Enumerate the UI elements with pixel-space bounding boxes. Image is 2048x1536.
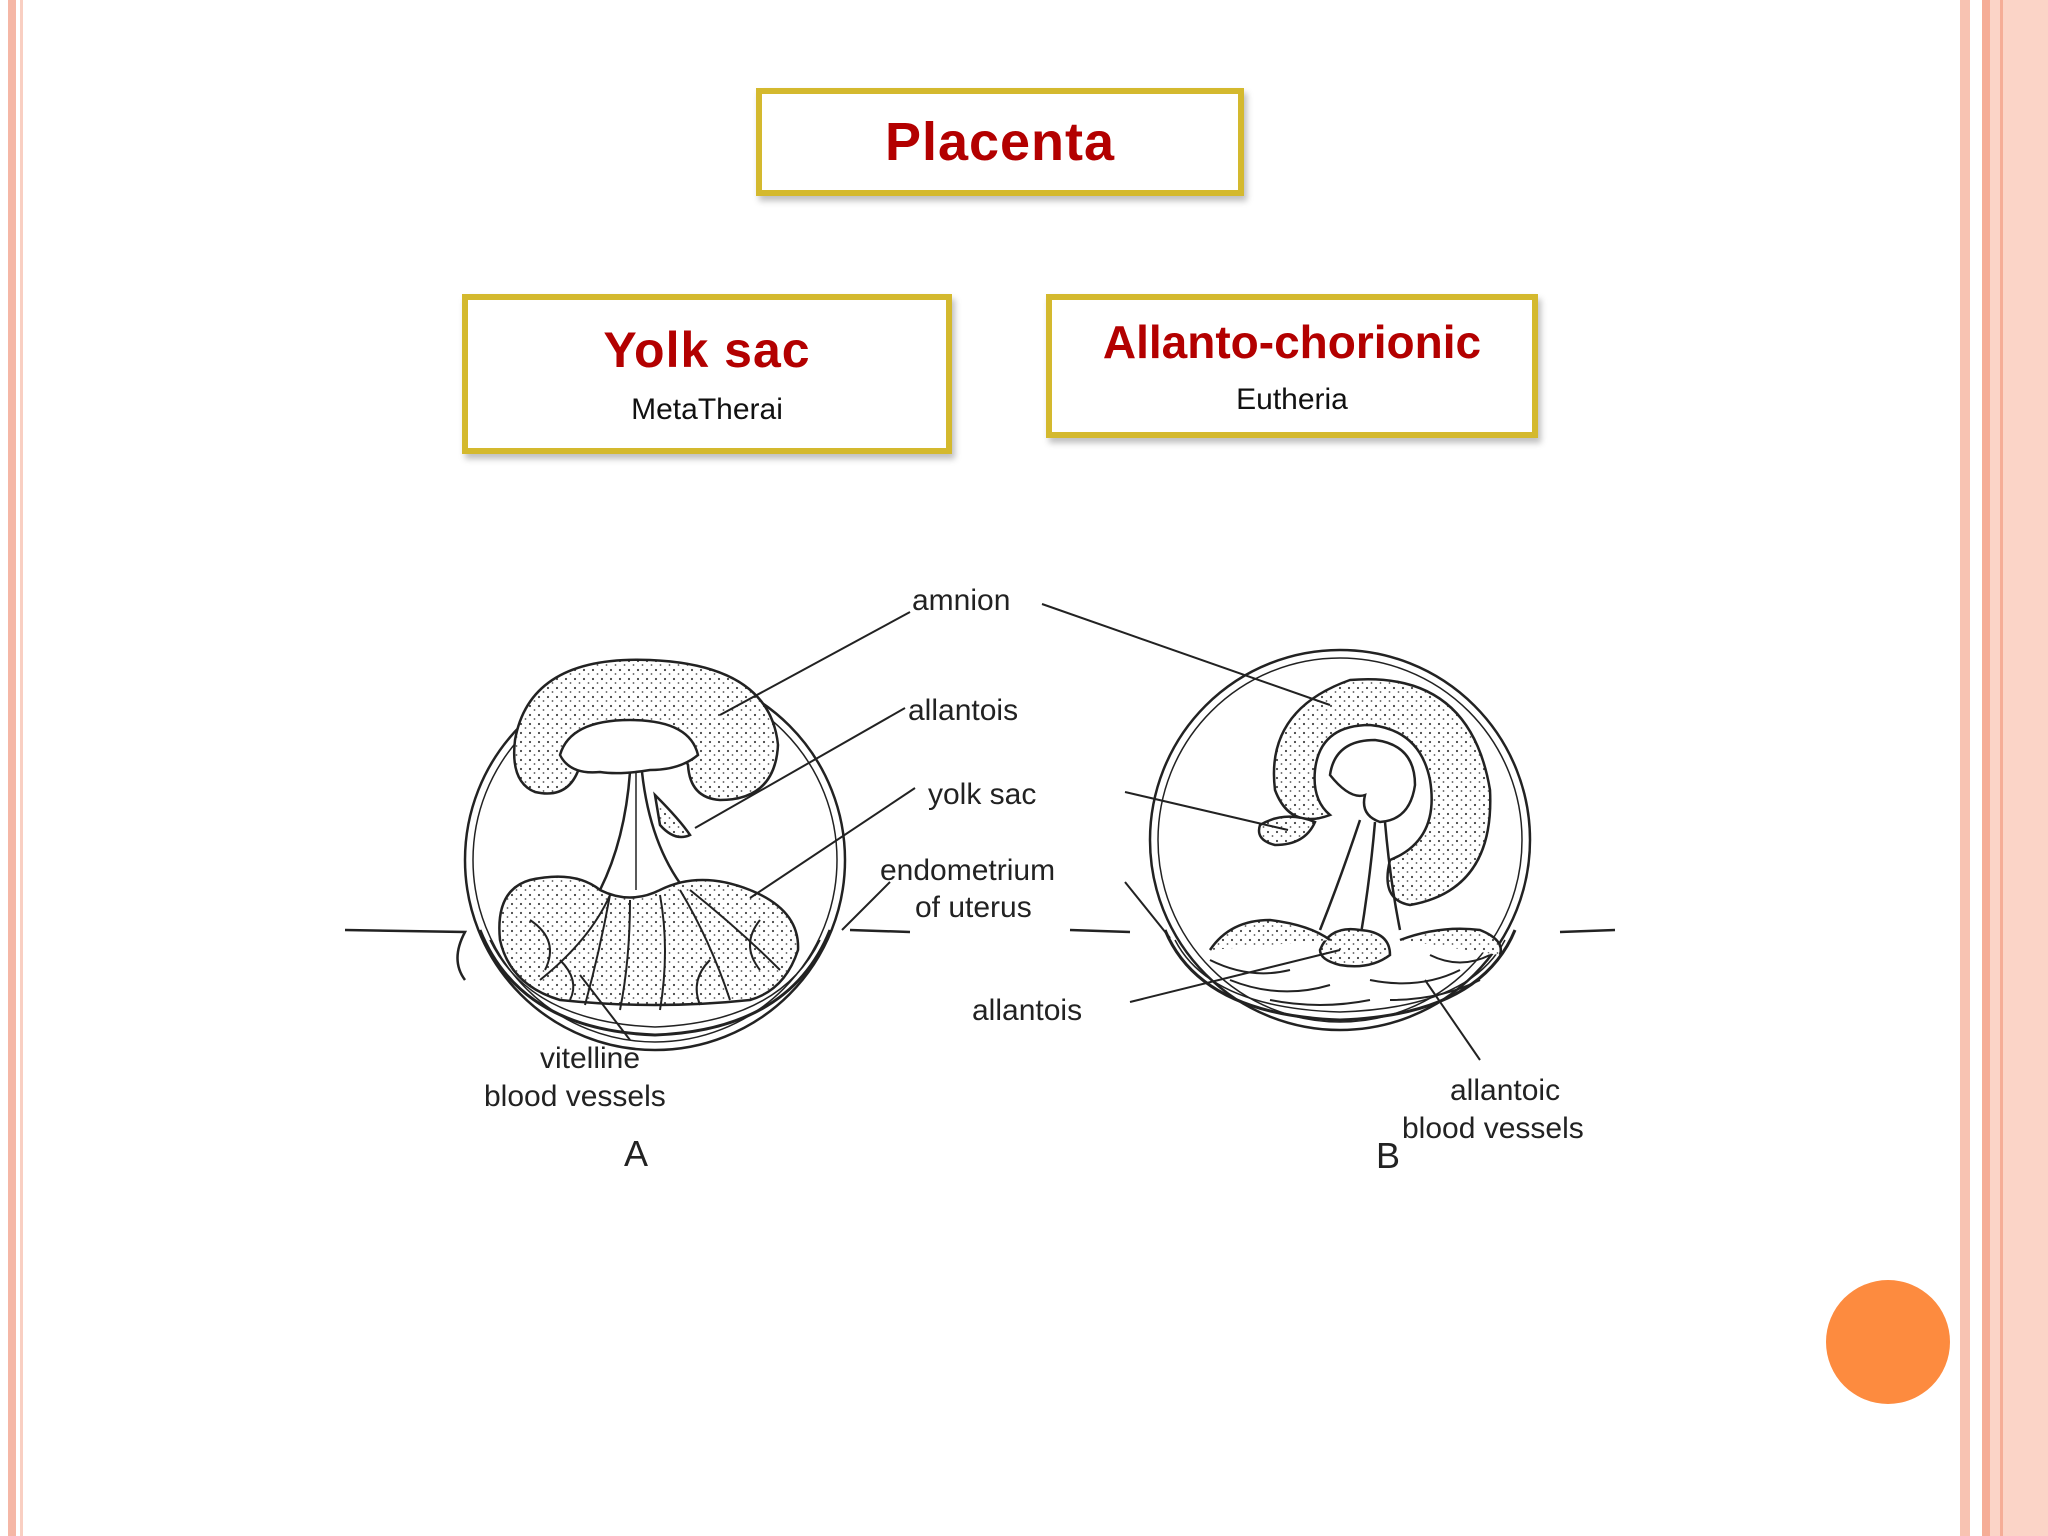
slide-border-right-stripe [1982, 0, 1990, 1536]
chorion-b [1148, 648, 1532, 1032]
vitelline-vessels-a [529, 889, 781, 1011]
uterus-line-b-right [1559, 928, 1616, 934]
slide-border-left [8, 0, 16, 1536]
label-allantois-bottom: allantois [972, 994, 1082, 1027]
allantois-b [1318, 927, 1392, 968]
allantois-a [653, 791, 692, 839]
amnion-b [1272, 677, 1492, 907]
label-allantoic: allantoic [1450, 1074, 1560, 1107]
embryo-a [558, 718, 700, 775]
allanto-chorionic-box: Allanto-chorionic Eutheria [1046, 294, 1538, 438]
slide-title: Placenta [884, 112, 1116, 172]
uterus-line-b [1069, 928, 1131, 934]
yolk-sac-title: Yolk sac [603, 322, 811, 378]
endometrium-bowl-a [478, 929, 832, 1037]
placenta-disc-b [1208, 918, 1331, 951]
diagram-b [1069, 648, 1616, 1032]
yolk-sac-box: Yolk sac MetaTherai [462, 294, 952, 454]
yolk-sac-caption: MetaTherai [631, 393, 783, 426]
allanto-chorionic-caption: Eutheria [1236, 383, 1348, 416]
diagram-a [344, 658, 911, 1052]
label-vitelline-vessels: blood vessels [484, 1080, 666, 1113]
label-allantoic-vessels: blood vessels [1402, 1112, 1584, 1145]
orange-circle-decoration [1826, 1280, 1950, 1404]
label-endometrium: endometrium [880, 854, 1055, 887]
labels: amnion allantois yolk sac endometrium of… [484, 584, 1584, 1176]
embryo-b [1328, 738, 1417, 824]
slide-border-left-thin [20, 0, 23, 1536]
chorion-b-inner [1157, 657, 1523, 1023]
leader-lines [579, 603, 1481, 1061]
uterus-line-a-right [849, 928, 911, 934]
label-vitelline: vitelline [540, 1042, 640, 1075]
yolk-sac-b [1257, 815, 1317, 847]
label-yolk-sac: yolk sac [928, 778, 1036, 811]
allanto-chorionic-title: Allanto-chorionic [1102, 316, 1482, 368]
slide-border-right [1960, 0, 1970, 1536]
label-panel-b: B [1376, 1135, 1400, 1176]
label-of-uterus: of uterus [915, 891, 1032, 924]
label-amnion: amnion [912, 584, 1010, 617]
uterus-line-a [344, 928, 468, 981]
endometrium-bowl-b [1163, 929, 1517, 1022]
slide-border-right-band [1990, 0, 2048, 1536]
label-allantois-top: allantois [908, 694, 1018, 727]
slide-border-right-line [2000, 0, 2003, 1536]
label-panel-a: A [624, 1133, 648, 1174]
title-box: Placenta [756, 88, 1244, 196]
placenta-diagram: amnion allantois yolk sac endometrium of… [344, 584, 1616, 1176]
